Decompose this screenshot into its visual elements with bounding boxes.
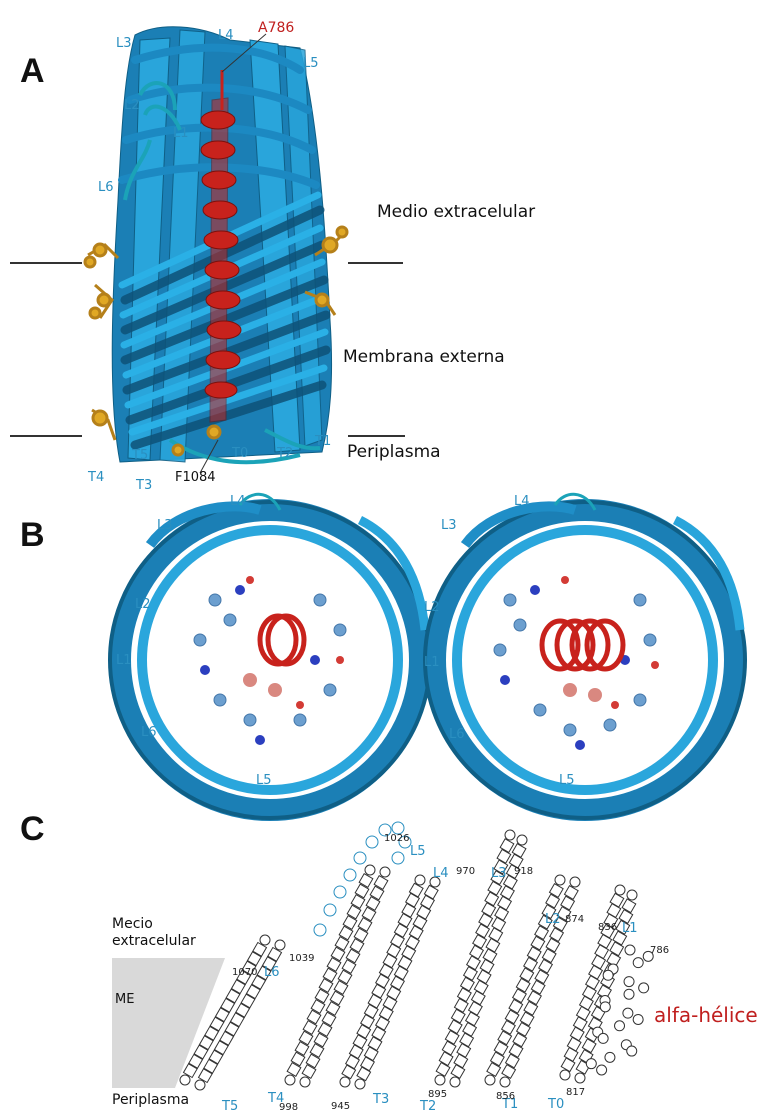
helix-residue [624, 977, 634, 987]
strand-end-residue [555, 875, 565, 885]
strand-end-residue [627, 890, 637, 900]
c-residue-1070: 1070 [232, 967, 257, 978]
loop-residue [344, 869, 356, 881]
loop-residue [314, 924, 326, 936]
strand-end-residue [415, 875, 425, 885]
helix-residue [615, 1021, 625, 1031]
helix-residue [633, 958, 643, 968]
strand-end-residue [517, 835, 527, 845]
c-residue-817: 817 [566, 1087, 585, 1098]
c-residue-895: 895 [428, 1089, 447, 1100]
loop-residue [324, 904, 336, 916]
strand-end-residue [485, 1075, 495, 1085]
c-residue-786: 786 [650, 945, 669, 956]
helix-residue [597, 1065, 607, 1075]
helix-residue [625, 945, 635, 955]
strand-end-residue [365, 865, 375, 875]
strand-end-residue [505, 830, 515, 840]
c-residue-874: 874 [565, 914, 584, 925]
helix-residue [623, 1008, 633, 1018]
c-me-label: ME [115, 992, 134, 1007]
c-residue-836: 836 [598, 922, 617, 933]
c-loop-l5: L5 [410, 844, 426, 859]
c-turn-t5: T5 [222, 1099, 238, 1114]
strand-end-residue [575, 1073, 585, 1083]
helix-residue [639, 983, 649, 993]
strand-end-residue [570, 877, 580, 887]
strand-end-residue [500, 1077, 510, 1087]
c-turn-t2: T2 [420, 1099, 436, 1114]
beta-strand-residues [180, 830, 637, 1090]
c-residue-1026: 1026 [384, 833, 409, 844]
strand-end-residue [300, 1077, 310, 1087]
c-loop-l3: L3 [491, 866, 507, 881]
helix-residue [633, 1014, 643, 1024]
strand-end-residue [615, 885, 625, 895]
c-alpha-helix-label: alfa-hélice [654, 1003, 758, 1027]
helix-residue [598, 1033, 608, 1043]
strand-end-residue [435, 1075, 445, 1085]
strand-end-residue [275, 940, 285, 950]
strand-end-residue [285, 1075, 295, 1085]
c-loop-l1: L1 [622, 921, 638, 936]
loop-residue [354, 852, 366, 864]
c-loop-l4: L4 [433, 866, 449, 881]
c-turn-t0: T0 [548, 1097, 564, 1112]
strand-end-residue [450, 1077, 460, 1087]
loop-residue [334, 886, 346, 898]
strand-end-residue [195, 1080, 205, 1090]
c-residue-945: 945 [331, 1101, 350, 1112]
loop-residue [392, 852, 404, 864]
helix-residue [603, 970, 613, 980]
c-loop-l2: L2 [545, 912, 561, 927]
strand-end-residue [560, 1070, 570, 1080]
helix-residue [624, 989, 634, 999]
strand-end-residue [340, 1077, 350, 1087]
c-residue-998: 998 [279, 1102, 298, 1113]
c-periplasma-label: Periplasma [112, 1092, 189, 1108]
c-residue-856: 856 [496, 1091, 515, 1102]
strand-end-residue [260, 935, 270, 945]
helix-residue [605, 1052, 615, 1062]
c-residue-970: 970 [456, 866, 475, 877]
c-extracelular-line2: extracelular [112, 933, 196, 949]
helix-residue [600, 1002, 610, 1012]
c-residue-918: 918 [514, 866, 533, 877]
strand-end-residue [380, 867, 390, 877]
c-extracelular-line1: Mecio [112, 916, 153, 932]
c-loop-l6: L6 [264, 965, 280, 980]
c-turn-t3: T3 [373, 1092, 389, 1107]
helix-residue [586, 1059, 596, 1069]
helix-residue [627, 1046, 637, 1056]
loop-residue [366, 836, 378, 848]
c-residue-1039: 1039 [289, 953, 314, 964]
strand-end-residue [355, 1079, 365, 1089]
strand-end-residue [180, 1075, 190, 1085]
